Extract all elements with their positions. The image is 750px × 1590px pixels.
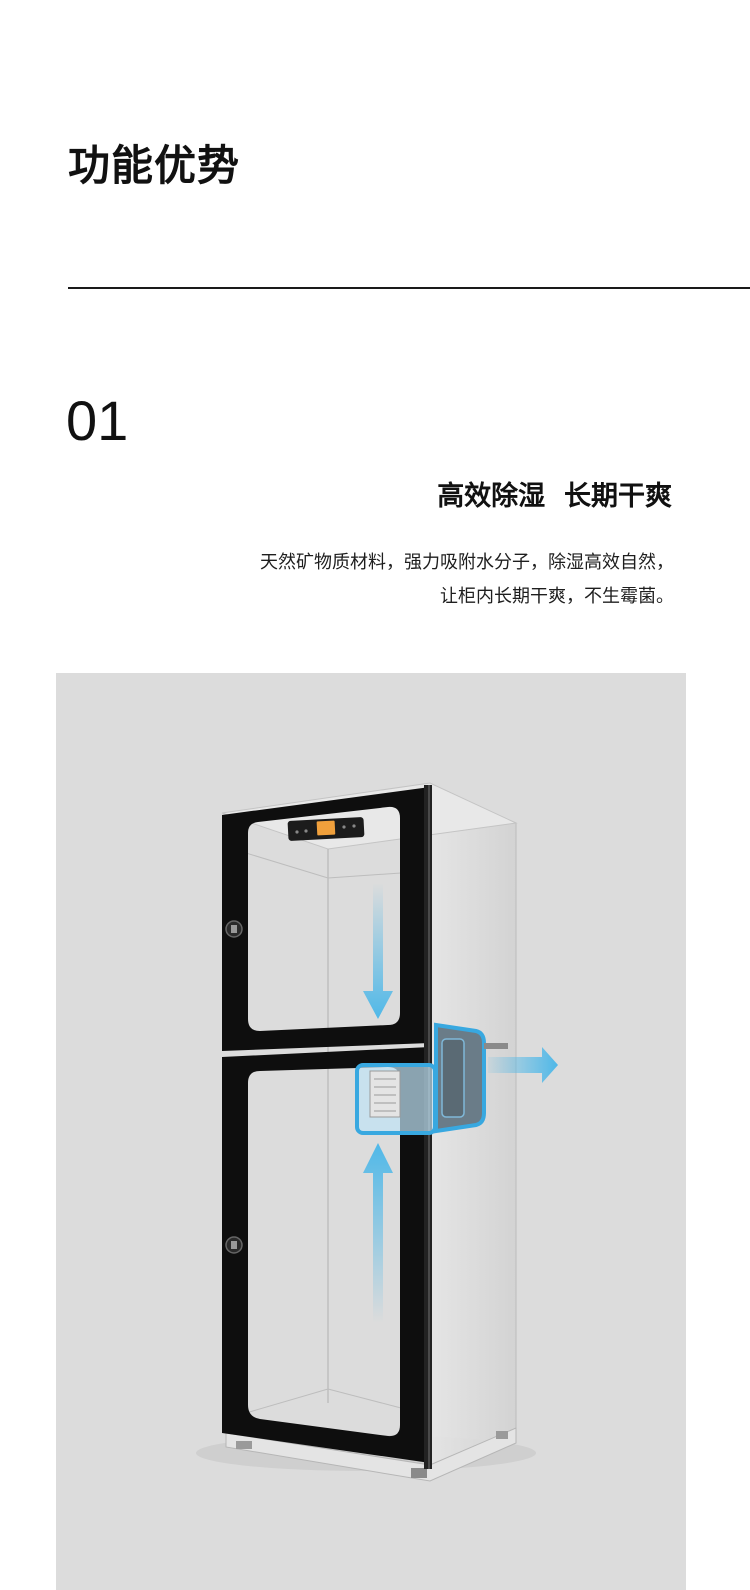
section-title: 功能优势: [68, 141, 241, 190]
cabinet-foot: [411, 1468, 427, 1478]
airflow-arrow-up-icon: [363, 1143, 393, 1323]
upper-door-frame: [222, 787, 430, 1051]
feature-description: 天然矿物质材料，强力吸附水分子，除湿高效自然， 让柜内长期干爽，不生霉菌。: [174, 546, 674, 614]
dehumidifying-cabinet-illustration: [196, 782, 558, 1482]
section-divider: [68, 287, 750, 289]
product-image-panel: [56, 673, 686, 1590]
dehumidifier-vent: [484, 1043, 508, 1049]
feature-heading: 高效除湿 长期干爽: [437, 481, 672, 512]
feature-description-line: 天然矿物质材料，强力吸附水分子，除湿高效自然，: [260, 552, 674, 573]
feature-number: 01: [66, 389, 129, 452]
cabinet-foot: [496, 1431, 508, 1439]
display-screen: [316, 820, 336, 836]
feature-description-line: 让柜内长期干爽，不生霉菌。: [440, 586, 674, 607]
airflow-arrow-right-icon: [488, 1047, 558, 1083]
dehumidifier-filter: [369, 1070, 401, 1118]
airflow-arrow-down-icon: [363, 883, 393, 1019]
cabinet-foot: [236, 1441, 252, 1449]
